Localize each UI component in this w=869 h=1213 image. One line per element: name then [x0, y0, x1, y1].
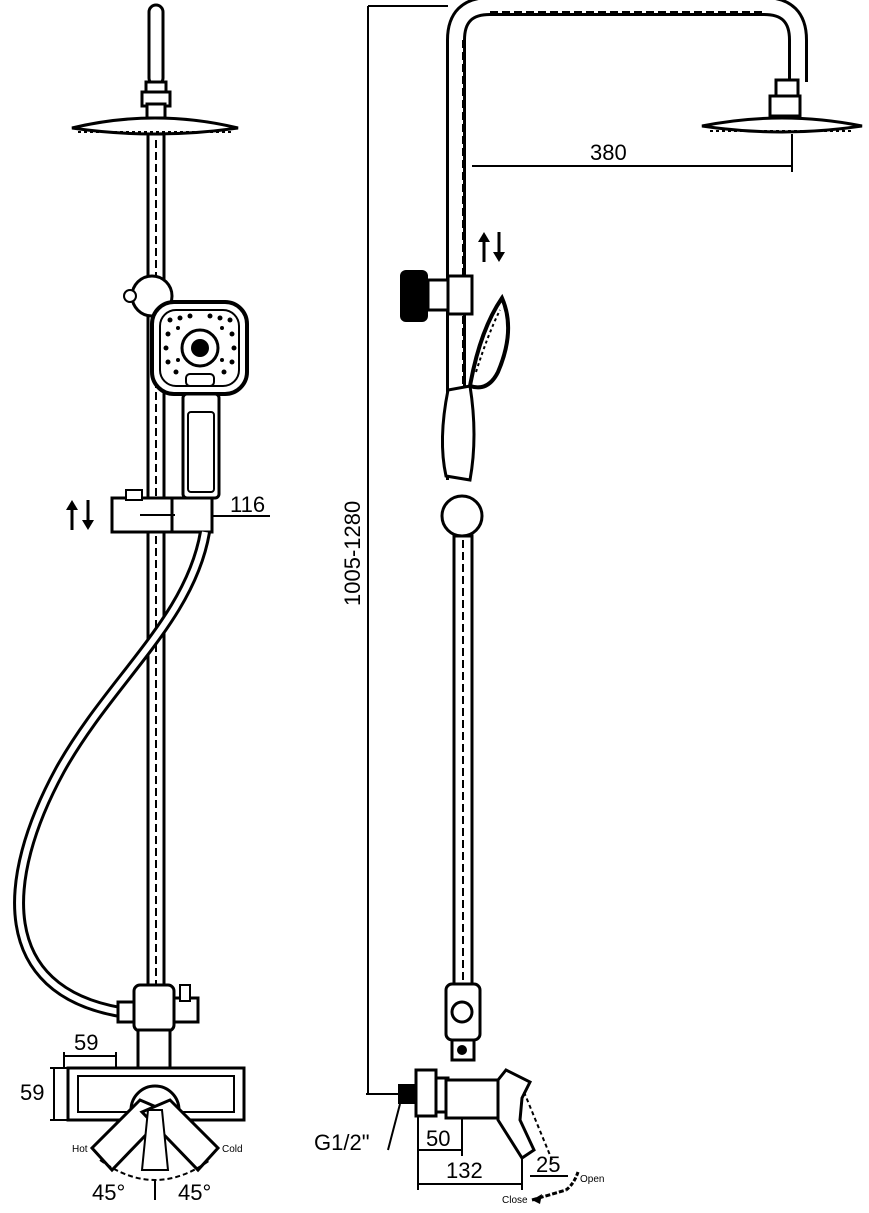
dim-50-label: 50 [426, 1126, 450, 1151]
label-cold: Cold [222, 1144, 243, 1155]
dim-380: 380 [472, 134, 793, 172]
diverter-valve [116, 983, 200, 1070]
front-view: 116 Hot Cold 45° [13, 3, 270, 1205]
hand-shower-side [440, 293, 511, 482]
dim-thread: G1/2" [314, 1103, 401, 1155]
dim-132: 132 [418, 1156, 523, 1190]
rain-shower-head-side [701, 78, 863, 134]
label-close: Close [502, 1195, 528, 1206]
dim-116-label: 116 [230, 492, 265, 517]
riser-pipe [146, 132, 166, 991]
dim-132-label: 132 [446, 1158, 483, 1183]
dim-59-width: 59 [63, 1030, 117, 1068]
open-close-indicator: Close Open [502, 1171, 604, 1206]
slide-arrows-icon [66, 500, 94, 530]
label-open: Open [580, 1174, 604, 1185]
diverter-side [444, 982, 482, 1062]
dim-thread-label: G1/2" [314, 1130, 370, 1155]
slide-arrows-icon-side [478, 232, 505, 262]
dim-59-height-label: 59 [20, 1080, 44, 1105]
angle-left: 45° [92, 1180, 125, 1205]
label-hot: Hot [72, 1144, 88, 1155]
shower-hose [13, 530, 211, 1018]
dim-50: 50 [417, 1116, 463, 1190]
dim-height: 1005-1280 [340, 5, 448, 1095]
wall-bracket-side [400, 270, 474, 322]
dim-59-height: 59 [20, 1067, 68, 1121]
spray-nozzles [163, 313, 237, 375]
top-pipe [140, 3, 172, 120]
angle-right: 45° [178, 1180, 211, 1205]
riser-lower-side [452, 534, 474, 986]
mixer-lever-positions [89, 1098, 221, 1181]
rain-shower-head [71, 116, 239, 136]
dim-59-width-label: 59 [74, 1030, 98, 1055]
side-view: 380 [314, 0, 863, 1206]
shower-arm [446, 0, 808, 480]
dim-25: 25 [530, 1152, 568, 1177]
dim-380-label: 380 [590, 140, 627, 165]
hand-shower [150, 300, 249, 500]
dim-height-label: 1005-1280 [340, 501, 365, 606]
dim-25-label: 25 [536, 1152, 560, 1177]
slide-holder-side [440, 494, 484, 538]
dim-116: 116 [212, 492, 270, 517]
mixer-body-side [398, 1068, 553, 1161]
